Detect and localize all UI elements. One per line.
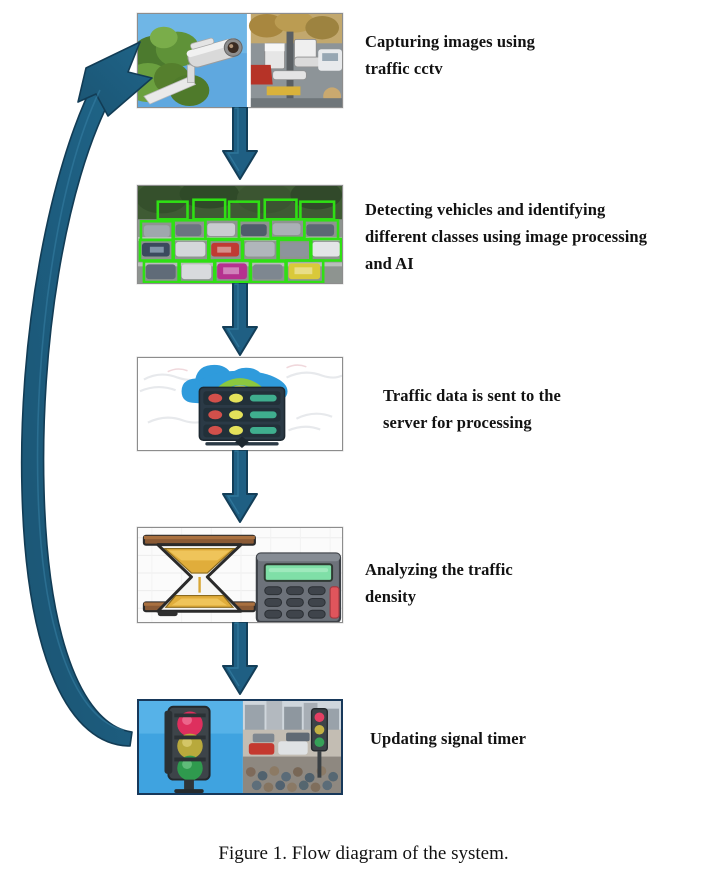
vehicle-detection-bounding-boxes-icon — [138, 186, 342, 283]
step-label-analyze: Analyzing the traffic density — [365, 560, 513, 607]
stage-image-update — [137, 699, 343, 795]
step-label-upload: Traffic data is sent to the server for p… — [383, 386, 561, 433]
hourglass-calculator-icon — [138, 528, 342, 622]
stage-image-analyze — [137, 527, 343, 623]
step-label-capture: Capturing images using traffic cctv — [365, 32, 535, 79]
figure-caption: Figure 1. Flow diagram of the system. — [218, 843, 509, 864]
down-arrow-icon — [222, 621, 258, 695]
flow-arrow-update-to-capture — [0, 20, 180, 760]
flow-arrow-upload-to-analyze — [206, 449, 274, 530]
step-label-update: Updating signal timer — [370, 729, 527, 748]
cloud-server-icon — [138, 358, 342, 450]
curved-feedback-arrow-icon — [20, 41, 153, 747]
stage-image-capture — [137, 13, 343, 108]
down-arrow-icon — [222, 282, 258, 356]
stage-image-detect — [137, 185, 343, 284]
stage-image-upload — [137, 357, 343, 451]
cctv-camera-photos-icon — [138, 14, 342, 107]
down-arrow-icon — [222, 449, 258, 523]
traffic-signal-photos-icon — [139, 701, 341, 793]
flow-arrow-detect-to-upload — [206, 282, 274, 363]
down-arrow-icon — [222, 106, 258, 180]
flow-arrow-analyze-to-update — [206, 621, 274, 702]
flow-arrow-capture-to-detect — [206, 106, 274, 187]
step-label-detect: Detecting vehicles and identifying diffe… — [365, 200, 648, 274]
